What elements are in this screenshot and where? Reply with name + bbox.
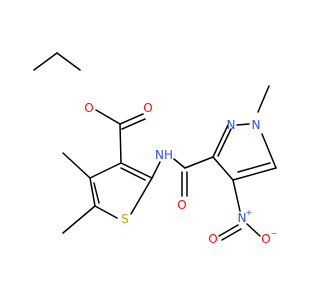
bond-carbonyl-ring-c3 bbox=[119, 123, 122, 164]
charge-o-nitro-right: − bbox=[271, 229, 278, 238]
bond-ethyl-ch3-ch2 bbox=[33, 52, 58, 71]
bond-n1-methyl bbox=[257, 85, 270, 113]
bond-ester-c-double-o-1 bbox=[119, 113, 144, 125]
bond-pyr-c5-c4 bbox=[232, 167, 277, 181]
atom-o-amide: O bbox=[177, 198, 186, 212]
bond-c5-methyl bbox=[62, 205, 96, 234]
atom-o-ester-single: O bbox=[84, 101, 93, 115]
bond-c4-methyl bbox=[62, 152, 91, 179]
bond-pyr-c3-n2-double bbox=[217, 128, 232, 157]
bond-ring-c2-c3-double bbox=[120, 167, 146, 181]
atom-o-ester-double: O bbox=[143, 101, 152, 115]
bond-nitro-n-o-left-2 bbox=[221, 228, 242, 241]
bond-ring-c5-s bbox=[94, 205, 118, 219]
molecule-structure: O O S NH O N N N O O + − bbox=[33, 52, 278, 246]
bond-ring-s-c2 bbox=[130, 177, 153, 215]
molecule-diagram: O O S NH O N N N O O + − bbox=[33, 52, 278, 246]
bond-pyr-c4-c3 bbox=[212, 156, 234, 181]
bond-ring-c3-c4 bbox=[89, 162, 122, 179]
bond-pyr-c3-n2 bbox=[212, 124, 229, 158]
bond-ester-c-double-o-2 bbox=[121, 118, 146, 130]
bond-ring-c5-c5-double bbox=[93, 182, 100, 204]
bond-ethyl-ch2-o bbox=[56, 52, 81, 71]
bond-pyr-n2-n1 bbox=[236, 123, 250, 126]
atom-o-nitro-left: O bbox=[208, 232, 217, 246]
bond-pyr-n1-c5 bbox=[261, 133, 277, 169]
atom-n-pyrazole-1: N bbox=[252, 118, 261, 132]
charge-n-nitro: + bbox=[246, 208, 253, 217]
atom-n-nitro: N bbox=[238, 211, 247, 225]
bond-amide-c-pyrazole-c3 bbox=[184, 156, 214, 169]
bond-pyr-c5-c4-double bbox=[237, 162, 271, 173]
atom-o-nitro-right: O bbox=[261, 232, 270, 246]
bond-ring-c2-c3 bbox=[120, 162, 153, 179]
atom-nh-amide: NH bbox=[155, 148, 173, 162]
atom-s-ring: S bbox=[121, 212, 129, 226]
atom-n-pyrazole-2: N bbox=[227, 118, 236, 132]
bond-nitro-n-o-right bbox=[246, 223, 261, 237]
bond-nitro-n-o-left-1 bbox=[218, 224, 239, 237]
bond-c4-nitro-n bbox=[232, 179, 241, 212]
bond-c2-nh bbox=[151, 161, 161, 179]
bond-nh-amide-c bbox=[173, 158, 186, 169]
bond-ring-c4-c5 bbox=[89, 177, 96, 207]
bond-o-carbonyl-c bbox=[95, 109, 121, 125]
